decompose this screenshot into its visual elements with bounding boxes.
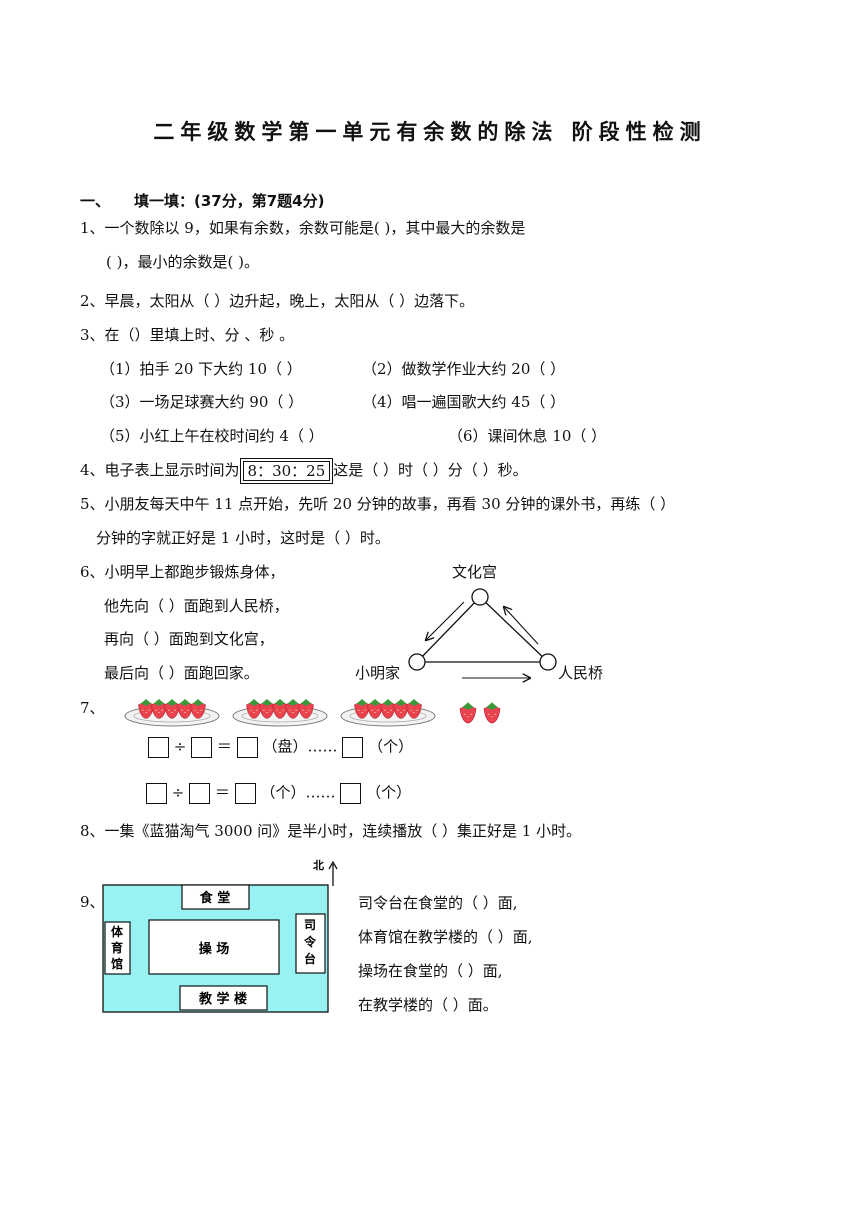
digital-clock-display: 8：30：25	[239, 458, 334, 484]
strawberry-icon	[272, 699, 288, 719]
answer-box[interactable]	[340, 783, 362, 804]
label-people-bridge: 人民桥	[558, 664, 604, 682]
q1-line2: ( )，最小的余数是( )。	[106, 253, 259, 271]
clock-time: 8：30：25	[242, 461, 331, 481]
q7-equation-2: ÷ ＝ （个）…… （个）	[146, 783, 411, 804]
gym-char-3: 馆	[111, 956, 123, 971]
unit-plates-remainder: （盘）……	[262, 737, 338, 756]
section-1-number: 一、	[80, 192, 111, 210]
q3-item-6: （6）课间休息 10（ ）	[448, 427, 607, 445]
strawberry-icon	[177, 699, 193, 719]
node-xiaoming-home	[408, 653, 426, 671]
north-arrow-head-icon	[328, 860, 338, 870]
page-title: 二年级数学第一单元有余数的除法 阶段性检测	[153, 120, 707, 144]
strawberry-icon	[459, 702, 477, 724]
q9-sentence-4: 在教学楼的（ ）面。	[358, 996, 498, 1014]
q9-sentence-1: 司令台在食堂的（ ）面,	[358, 894, 518, 912]
unit-pieces: （个）	[366, 783, 412, 802]
arrow-to-home	[426, 601, 465, 640]
stage-box	[295, 913, 326, 974]
strawberry-icon	[380, 699, 396, 719]
label-culture-palace: 文化宫	[452, 563, 498, 581]
answer-box[interactable]	[146, 783, 167, 804]
q3-item-4: （4）唱一遍国歌大约 45（ ）	[362, 393, 566, 411]
strawberry-icon	[298, 699, 314, 719]
strawberry-icon	[138, 699, 154, 719]
building-box	[179, 985, 268, 1011]
strawberry-icon	[164, 699, 180, 719]
unit-pieces-remainder: （个）……	[260, 783, 336, 802]
strawberry-icon	[406, 699, 422, 719]
q9-number: 9、	[80, 893, 105, 911]
arrow-to-palace	[504, 607, 539, 645]
unit-pieces: （个）	[368, 737, 414, 756]
building-label: 教 学 楼	[198, 991, 247, 1007]
q3-item-5: （5）小红上午在校时间约 4（ ）	[100, 427, 324, 445]
stage-char-1: 司	[304, 918, 316, 932]
q5-line2: 分钟的字就正好是 1 小时，这时是（ ）时。	[96, 529, 390, 547]
stage-char-3: 台	[304, 951, 316, 966]
q6-line1: 6、小明早上都跑步锻炼身体，	[80, 563, 285, 581]
answer-box[interactable]	[236, 737, 258, 758]
strawberry-icon	[483, 702, 501, 724]
strawberry-icon	[246, 699, 262, 719]
strawberry-icon	[151, 699, 167, 719]
equals-sign: ＝	[214, 783, 230, 802]
q5-line1: 5、小朋友每天中午 11 点开始，先听 20 分钟的故事，再看 30 分钟的课外…	[80, 495, 676, 513]
strawberry-icon	[367, 699, 383, 719]
answer-box[interactable]	[189, 783, 211, 804]
q3-item-2: （2）做数学作业大约 20（ ）	[362, 360, 566, 378]
q6-line3: 再向（ ）面跑到文化宫，	[104, 630, 274, 648]
q6-line4: 最后向（ ）面跑回家。	[104, 664, 259, 682]
stage-char-2: 令	[303, 934, 317, 949]
school-map: 北 食 堂 体 育 馆 操 场 司 令 台 教 学 楼	[102, 858, 338, 1013]
strawberry-icon	[354, 699, 370, 719]
q2: 2、早晨，太阳从（ ）边升起，晚上，太阳从（ ）边落下。	[80, 292, 475, 310]
gym-char-1: 体	[111, 924, 124, 939]
q1-line1: 1、一个数除以 9，如果有余数，余数可能是( )，其中最大的余数是	[80, 219, 526, 237]
strawberry-icon	[285, 699, 301, 719]
strawberry-icon	[190, 699, 206, 719]
field-label: 操 场	[199, 941, 230, 957]
canteen-label: 食 堂	[200, 890, 231, 906]
answer-box[interactable]	[342, 737, 364, 758]
divide-sign: ÷	[171, 783, 185, 802]
route-triangle-diagram	[408, 588, 557, 685]
q8: 8、一集《蓝猫淘气 3000 问》是半小时，连续播放（ ）集正好是 1 小时。	[80, 822, 582, 840]
field-box	[148, 919, 280, 975]
answer-box[interactable]	[191, 737, 213, 758]
strawberry-plates-figure	[124, 699, 501, 727]
canteen-box	[181, 884, 250, 910]
north-label: 北	[313, 858, 324, 872]
q3-stem: 3、在（）里填上时、分 、秒 。	[80, 326, 295, 344]
edge-right	[479, 596, 549, 663]
answer-box[interactable]	[234, 783, 256, 804]
label-xiaoming-home: 小明家	[355, 664, 401, 682]
node-culture-palace	[471, 588, 489, 606]
q9-sentence-2: 体育馆在教学楼的（ ）面,	[358, 928, 533, 946]
strawberry-icon	[393, 699, 409, 719]
answer-box[interactable]	[148, 737, 169, 758]
edge-left	[416, 596, 481, 663]
q4-suffix: 这是（ ）时（ ）分（ ）秒。	[333, 461, 528, 479]
q3-item-3: （3）一场足球赛大约 90（ ）	[100, 393, 304, 411]
q7-equation-1: ÷ ＝ （盘）…… （个）	[148, 737, 413, 758]
equals-sign: ＝	[216, 737, 232, 756]
gym-char-2: 育	[111, 940, 123, 955]
section-1-heading: 填一填：(37分，第7题4分)	[134, 192, 325, 210]
q4-prefix: 4、电子表上显示时间为	[80, 461, 240, 479]
q6-line2: 他先向（ ）面跑到人民桥，	[104, 597, 289, 615]
divide-sign: ÷	[173, 737, 187, 756]
node-people-bridge	[539, 653, 557, 671]
gym-box	[104, 921, 131, 975]
strawberry-icon	[259, 699, 275, 719]
q9-sentence-3: 操场在食堂的（ ）面,	[358, 962, 503, 980]
q7-number: 7、	[80, 699, 105, 717]
q3-item-1: （1）拍手 20 下大约 10（ ）	[100, 360, 302, 378]
